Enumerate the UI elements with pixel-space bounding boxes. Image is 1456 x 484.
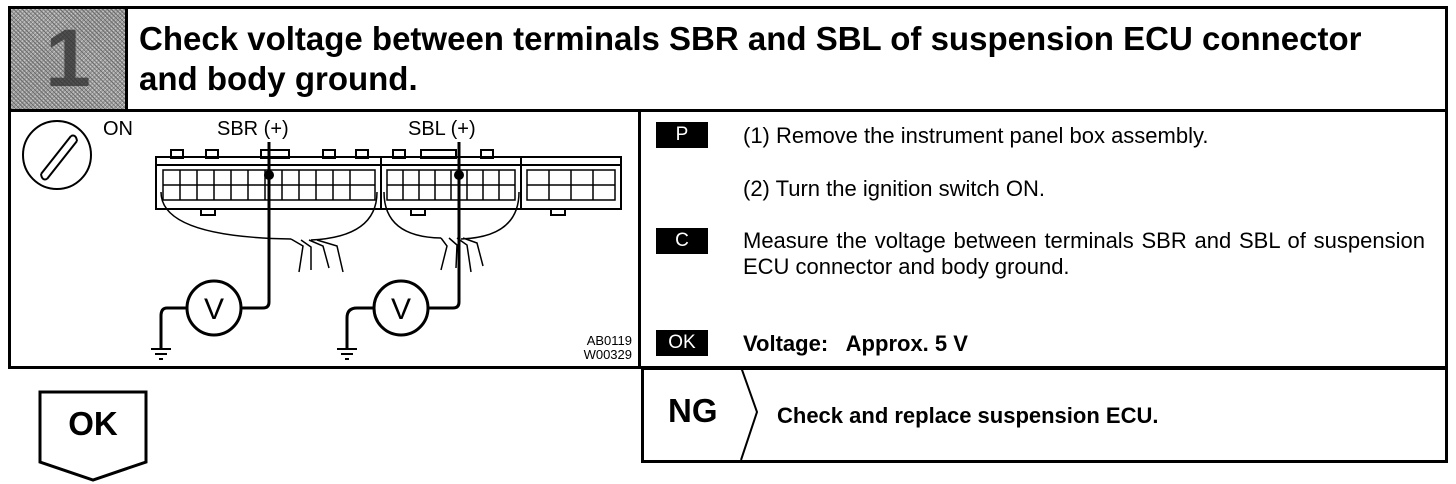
figure-code: AB0119 W00329 [584,334,632,362]
prep-badge: P [656,122,708,148]
voltmeter-left: V [185,279,243,337]
instruction-row-check: C Measure the voltage between terminals … [656,228,1425,312]
ng-result-box: NG Check and replace suspension ECU. [641,367,1448,463]
ok-badge: OK [656,330,708,356]
ng-action-text: Check and replace suspension ECU. [777,403,1159,428]
ignition-on-label: ON [103,118,133,140]
ignition-switch-icon [22,120,92,190]
connector-diagram: V V ON SBR (+) SBL (+) AB0119 W00329 [11,112,641,366]
ng-arrow-icon [740,367,759,461]
terminal-sbl-label: SBL (+) [408,118,476,140]
instruction-row-ok: OK Voltage: Approx. 5 V [656,330,1425,360]
voltmeter-right: V [372,279,430,337]
ok-result-label: OK [68,405,118,442]
connector-diagram-drawing: V V [22,120,622,360]
ok-result-arrow-icon [38,390,148,482]
voltmeter-right-symbol: V [391,293,411,326]
step-number: 1 [45,13,91,104]
instruction-row-ignition: (2) Turn the ignition switch ON. [656,175,1425,205]
probe-points [264,170,464,180]
instruction-measure-voltage: Measure the voltage between terminals SB… [743,228,1425,279]
terminal-sbr-label: SBR (+) [217,118,289,140]
figure-code-2: W00329 [583,347,632,362]
connector-pin-grid [162,169,616,201]
ng-result-label: NG [668,392,718,429]
check-badge: C [656,228,708,254]
figure-code-1: AB0119 [586,333,632,348]
instruction-remove-panel: (1) Remove the instrument panel box asse… [743,123,1209,148]
ground-icon [151,348,357,360]
step-title: Check voltage between terminals SBR and … [139,20,1362,97]
voltmeter-left-symbol: V [204,293,224,326]
probe-leads [159,142,461,348]
wire-harness [160,191,520,273]
instruction-row-prep: P (1) Remove the instrument panel box as… [656,122,1425,152]
instruction-ignition-on: (2) Turn the ignition switch ON. [743,176,1046,201]
step-body: V V ON SBR (+) SBL (+) AB0119 W00329 P (… [8,109,1448,369]
step-header: 1 Check voltage between terminals SBR an… [8,6,1448,112]
spec-voltage: Voltage: Approx. 5 V [743,331,968,356]
step-number-box: 1 [11,9,128,109]
ecu-connector-icon [155,149,622,216]
